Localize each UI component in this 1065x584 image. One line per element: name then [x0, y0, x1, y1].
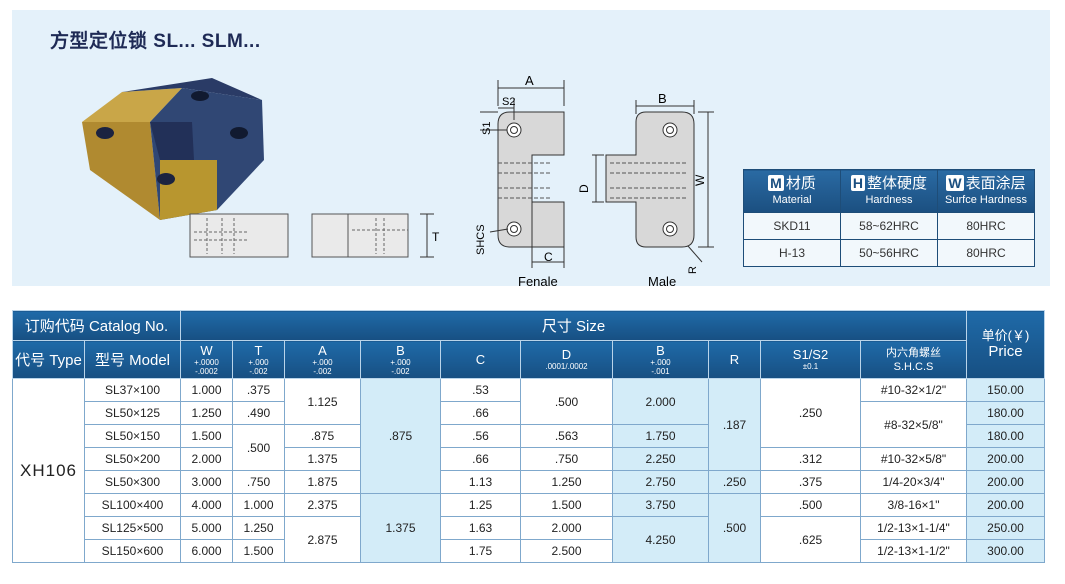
table-row: SL50×125 1.250 .490 .66 #8-32×5/8" 180.0…	[13, 401, 1045, 448]
label-b: B	[658, 91, 667, 106]
material-row: SKD11 58~62HRC 80HRC	[743, 212, 1035, 240]
catalog-header: 订购代码 Catalog No.	[12, 310, 181, 341]
label-shcs: SHCS	[475, 224, 487, 255]
label-s1: S1	[481, 122, 493, 135]
material-row: H-13 50~56HRC 80HRC	[743, 239, 1035, 267]
col-a: A+.000 -.002	[284, 340, 361, 379]
side-view-female	[189, 213, 289, 258]
label-w: W	[693, 174, 707, 186]
col-b: B+.000 -.002	[360, 340, 441, 379]
label-c: C	[544, 250, 553, 264]
product-drawing-panel: 方型定位锁 SL... SLM...	[12, 10, 1050, 286]
label-a: A	[525, 73, 534, 88]
table-row: SL50×150 1.500 .500 .875 .56 .563 1.750 …	[13, 424, 1045, 471]
label-s2: S2	[502, 96, 515, 108]
price-header: 单价(￥)Price	[966, 310, 1045, 379]
table-row: SL150×600 6.000 1.500 1.75 2.500 1/2-13×…	[13, 539, 1045, 563]
label-female: Fenale	[518, 274, 558, 286]
label-t: T	[432, 230, 440, 244]
type-header: 代号 Type	[12, 340, 85, 379]
female-drawing: A S2 S1 SHCS C Fenale	[475, 73, 565, 286]
type-value: XH106	[12, 378, 85, 563]
side-view-male: T	[311, 213, 440, 258]
male-drawing: B W D R Male	[577, 91, 714, 286]
label-male: Male	[648, 274, 676, 286]
table-row: XH106 SL37×100 1.000 .375 1.125 .875 .53…	[12, 378, 1045, 563]
product-image	[82, 78, 264, 220]
table-row: SL125×500 5.000 1.250 2.875 1.63 2.000 4…	[13, 516, 1045, 563]
label-d: D	[577, 184, 591, 193]
table-row: SL50×200 2.000 1.375 .66 .750 2.250 .312…	[13, 447, 1045, 471]
col-r: R	[708, 340, 761, 379]
model-header: 型号 Model	[84, 340, 181, 379]
col-w: W+.0000 -.0002	[180, 340, 233, 379]
col-c: C	[440, 340, 521, 379]
label-r: R	[687, 266, 699, 274]
col-d: D.0001/.0002	[520, 340, 613, 379]
col-t: T+.000 -.002	[232, 340, 285, 379]
table-row: SL100×400 4.000 1.000 2.375 1.375 1.25 1…	[13, 493, 1045, 563]
size-header: 尺寸 Size	[180, 310, 967, 341]
size-table: 订购代码 Catalog No. 尺寸 Size 单价(￥)Price 代号 T…	[12, 310, 1045, 563]
col-s: S1/S2±0.1	[760, 340, 861, 379]
table-row: SL50×300 3.000 .750 1.875 1.13 1.250 2.7…	[13, 470, 1045, 494]
technical-drawing: T A S2 S1 SHCS	[82, 73, 714, 286]
page-title: 方型定位锁 SL... SLM...	[50, 31, 261, 52]
col-b2: B+.000 -.001	[612, 340, 709, 379]
